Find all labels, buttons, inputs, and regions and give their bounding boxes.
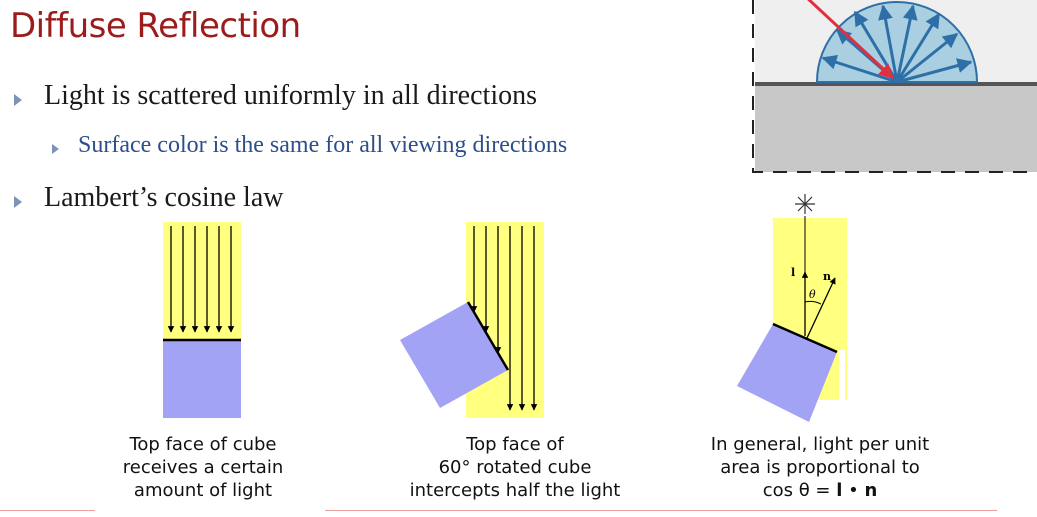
figure-2-caption: Top face of 60° rotated cube intercepts … <box>390 433 640 502</box>
cube <box>163 340 241 418</box>
n-label: n <box>823 270 831 283</box>
l-label: l <box>791 266 795 279</box>
caption-line: area is proportional to <box>720 457 920 478</box>
figure-straight-cube <box>163 222 241 418</box>
reflected-rays <box>821 4 973 84</box>
caption-line: receives a certain <box>122 457 284 478</box>
caption-line: In general, light per unit <box>710 434 930 455</box>
cube <box>400 302 508 408</box>
caption-line: Top face of <box>466 434 564 455</box>
theta-arc <box>804 300 822 305</box>
theta-label: θ <box>809 288 816 301</box>
figure-rotated-cube <box>400 222 544 418</box>
figure-3-caption: In general, light per unit area is propo… <box>690 433 950 502</box>
bullet-triangle-icon <box>14 94 22 106</box>
formula-prefix: cos θ = <box>762 480 837 501</box>
bullet-triangle-icon <box>14 196 22 208</box>
caption-formula: cos θ = l • n <box>690 479 950 502</box>
caption-line: intercepts half the light <box>409 480 621 501</box>
footer-rule-right <box>325 510 997 511</box>
caption-line: amount of light <box>133 480 273 501</box>
light-rays <box>470 226 538 411</box>
light-rays <box>167 226 235 333</box>
light-beam-gap <box>839 350 845 400</box>
dashed-border <box>752 0 1037 173</box>
light-beam <box>163 222 241 340</box>
incident-ray <box>807 0 895 80</box>
sub-bullet-1: Surface color is the same for all viewin… <box>78 132 568 158</box>
slide-title: Diffuse Reflection <box>10 6 301 46</box>
cube-top-face <box>772 322 838 354</box>
bullet-2: Lambert’s cosine law <box>44 182 284 213</box>
diffuse-hemisphere-diagram <box>752 0 1037 173</box>
formula-l: l <box>836 480 843 501</box>
figure-general-case: l n θ <box>737 194 847 422</box>
formula-dot: • <box>842 480 865 501</box>
figure-1-caption: Top face of cube receives a certain amou… <box>108 433 298 502</box>
caption-line: 60° rotated cube <box>438 457 592 478</box>
cube-top-face <box>466 301 510 371</box>
cube <box>737 324 837 422</box>
light-source-icon <box>795 194 815 214</box>
n-vector <box>806 277 836 339</box>
bullet-triangle-icon <box>52 144 59 154</box>
footer-rule-left <box>0 510 95 511</box>
bullet-1: Light is scattered uniformly in all dire… <box>44 80 537 111</box>
surface-block <box>755 84 1037 172</box>
caption-line: Top face of cube <box>129 434 277 455</box>
formula-n: n <box>864 480 878 501</box>
